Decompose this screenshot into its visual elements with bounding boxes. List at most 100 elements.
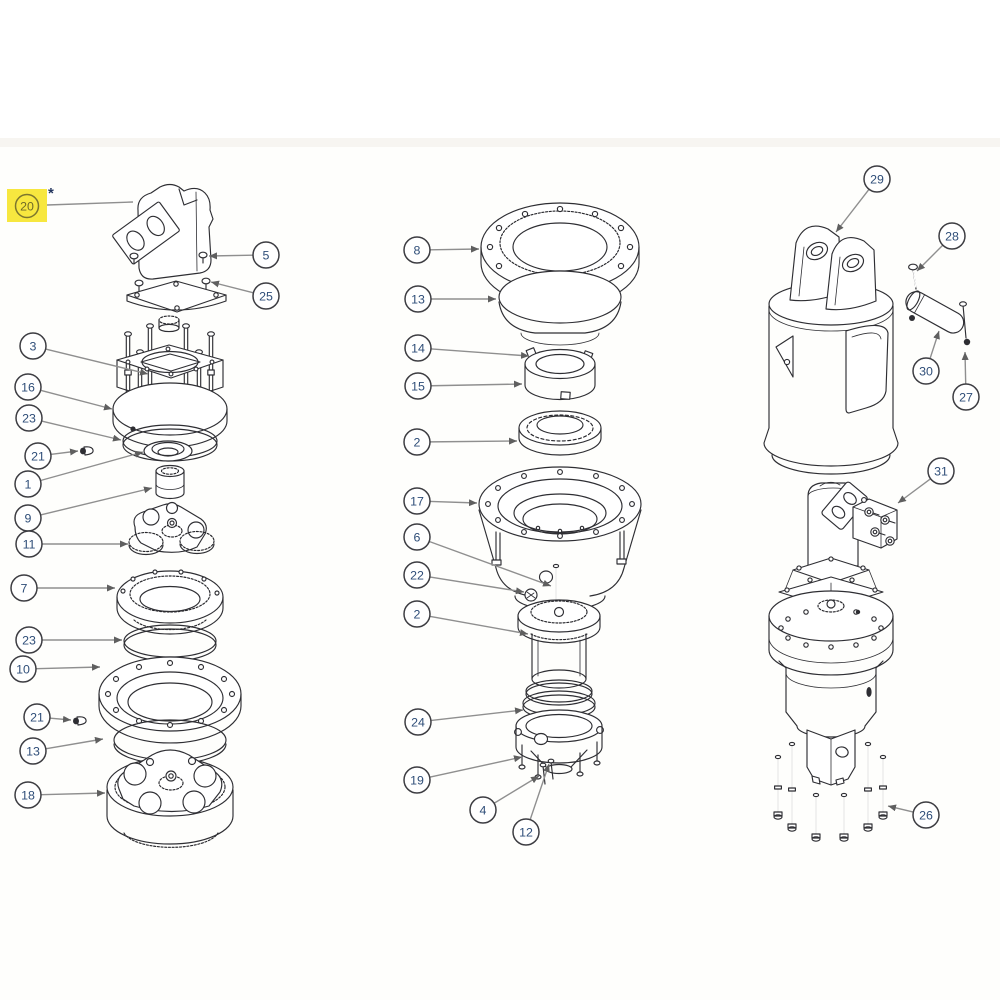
coupling-9-drawing xyxy=(155,464,185,500)
balloon-number-7: 7 xyxy=(21,581,28,595)
balloon-circle-23b xyxy=(15,626,43,654)
balloon-number-20: 20 xyxy=(20,199,34,213)
callout-13b[interactable]: 13 xyxy=(404,285,496,313)
callout-27[interactable]: 27 xyxy=(952,351,980,411)
callout-3[interactable]: 3 xyxy=(19,332,149,376)
callout-16[interactable]: 16 xyxy=(14,373,113,411)
callout-19[interactable]: 19 xyxy=(403,755,523,794)
callout-20[interactable]: 20 * xyxy=(7,185,134,222)
bearing-2a-drawing xyxy=(518,410,602,456)
balloon-circle-1 xyxy=(14,470,42,498)
balloon-number-28: 28 xyxy=(945,229,959,243)
callout-7[interactable]: 7 xyxy=(10,574,115,602)
balloon-circle-5 xyxy=(252,241,280,269)
middle-assembly-drawing xyxy=(478,202,642,785)
callout-26[interactable]: 26 xyxy=(887,801,940,829)
carrier-18-drawing xyxy=(106,749,234,848)
balloon-circle-20 xyxy=(14,193,40,219)
leader-line-19 xyxy=(430,755,523,778)
balloon-number-22: 22 xyxy=(410,568,424,582)
callout-15[interactable]: 15 xyxy=(404,372,523,400)
callout-2a[interactable]: 2 xyxy=(403,428,518,456)
callout-1[interactable]: 1 xyxy=(14,450,144,498)
balloon-number-5: 5 xyxy=(263,248,270,262)
balloon-circle-11 xyxy=(15,530,43,558)
callout-2b[interactable]: 2 xyxy=(403,600,529,637)
plug-21a-drawing xyxy=(80,446,94,456)
note-asterisk: * xyxy=(48,185,54,202)
leader-line-6 xyxy=(429,540,552,587)
callout-4[interactable]: 4 xyxy=(469,775,540,824)
leader-line-12 xyxy=(529,763,550,820)
shaft-drawing xyxy=(531,633,587,689)
leader-line-2a xyxy=(430,437,518,445)
callout-30[interactable]: 30 xyxy=(912,330,940,385)
callout-23a[interactable]: 23 xyxy=(15,404,122,442)
balloon-circle-12 xyxy=(512,818,540,846)
callout-10[interactable]: 10 xyxy=(9,655,101,683)
callout-25[interactable]: 25 xyxy=(210,280,280,310)
balloon-number-21b: 21 xyxy=(30,710,44,724)
callout-21b[interactable]: 21 xyxy=(23,703,72,731)
leader-line-26 xyxy=(887,804,914,813)
balloon-number-26: 26 xyxy=(919,808,933,822)
balloon-number-11: 11 xyxy=(23,537,36,551)
plug-21b-drawing xyxy=(73,716,87,726)
balloon-circle-13b xyxy=(404,285,432,313)
balloon-circle-10 xyxy=(9,655,37,683)
callout-12[interactable]: 12 xyxy=(512,763,550,846)
bearing-2b-drawing xyxy=(517,599,601,644)
balloon-number-2b: 2 xyxy=(414,607,421,621)
callout-22[interactable]: 22 xyxy=(403,561,525,595)
balloon-number-2a: 2 xyxy=(414,435,421,449)
leader-line-2b xyxy=(430,615,529,637)
callout-23b[interactable]: 23 xyxy=(15,626,122,654)
callout-28[interactable]: 28 xyxy=(916,222,966,272)
balloon-circle-14 xyxy=(404,334,432,362)
balloon-circle-31 xyxy=(927,457,955,485)
callout-6[interactable]: 6 xyxy=(403,523,552,587)
balloon-number-31: 31 xyxy=(934,464,948,478)
balloon-circle-17 xyxy=(403,487,431,515)
balloon-number-19: 19 xyxy=(410,773,424,787)
callout-29[interactable]: 29 xyxy=(835,165,891,233)
callout-8[interactable]: 8 xyxy=(403,236,480,264)
balloon-circle-3 xyxy=(19,332,47,360)
balloon-circle-15 xyxy=(404,372,432,400)
callout-13a[interactable]: 13 xyxy=(19,736,104,765)
balloon-circle-24 xyxy=(404,708,432,736)
balloon-circle-6 xyxy=(403,523,431,551)
balloon-circle-18 xyxy=(14,781,42,809)
balloon-circle-29 xyxy=(863,165,891,193)
leader-line-15 xyxy=(431,380,523,388)
callout-31[interactable]: 31 xyxy=(897,457,955,504)
balloon-number-1: 1 xyxy=(25,477,32,491)
leader-line-3 xyxy=(45,348,149,376)
balloon-number-13b: 13 xyxy=(411,292,425,306)
drawing-layer xyxy=(73,183,971,848)
leader-line-4 xyxy=(494,775,540,804)
balloon-circle-2a xyxy=(403,428,431,456)
callout-18[interactable]: 18 xyxy=(14,781,106,809)
leader-line-10 xyxy=(36,663,101,671)
callout-5[interactable]: 5 xyxy=(208,241,280,269)
leader-line-22 xyxy=(430,576,525,595)
callout-14[interactable]: 14 xyxy=(404,334,530,362)
pedestal-29-drawing xyxy=(763,225,899,475)
pin-30-drawing xyxy=(905,290,965,334)
leader-line-18 xyxy=(41,789,106,797)
callout-24[interactable]: 24 xyxy=(404,707,524,736)
hydraulic-motor-drawing xyxy=(112,183,227,333)
callout-21a[interactable]: 21 xyxy=(24,442,79,470)
balloon-number-23a: 23 xyxy=(22,411,36,425)
callout-9[interactable]: 9 xyxy=(14,486,153,532)
balloon-number-3: 3 xyxy=(30,339,37,353)
leader-line-31 xyxy=(897,478,931,504)
callout-17[interactable]: 17 xyxy=(403,487,478,515)
callout-11[interactable]: 11 xyxy=(15,530,128,558)
leader-line-5 xyxy=(208,252,253,260)
leader-line-21b xyxy=(50,715,72,723)
balloon-number-17: 17 xyxy=(410,494,424,508)
leader-line-8 xyxy=(430,245,480,253)
